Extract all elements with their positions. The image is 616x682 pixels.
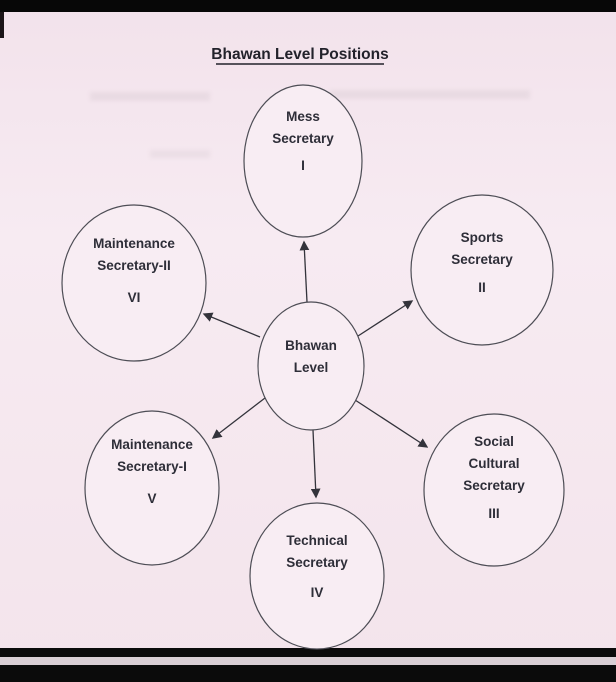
arrow-to-social-cultural-secretary (351, 397, 429, 448)
maintenance-1-line2: Secretary-I (117, 459, 187, 474)
bhawan-level-line2: Level (294, 360, 329, 375)
maintenance-1-numeral: V (147, 491, 156, 506)
technical-secretary-ellipse (249, 502, 385, 650)
connector-arrows (202, 240, 429, 499)
technical-secretary-numeral: IV (311, 585, 324, 600)
scan-top-edge (0, 0, 616, 12)
node-mess-secretary: Mess Secretary I (243, 84, 363, 238)
arrow-to-maintenance-secretary-2 (202, 312, 261, 338)
maintenance-2-numeral: VI (128, 290, 141, 305)
social-cultural-numeral: III (488, 506, 499, 521)
social-cultural-line3: Secretary (463, 478, 525, 493)
sports-secretary-line1: Sports (461, 230, 504, 245)
maintenance-2-line2: Secretary-II (97, 258, 171, 273)
sports-secretary-numeral: II (478, 280, 486, 295)
mess-secretary-line1: Mess (286, 109, 320, 124)
arrow-to-maintenance-secretary-1 (211, 397, 266, 439)
mess-secretary-numeral: I (301, 158, 305, 173)
sports-secretary-line2: Secretary (451, 252, 513, 267)
maintenance-secretary-2-ellipse (61, 204, 207, 362)
scan-left-edge-mark (0, 12, 4, 38)
mess-secretary-line2: Secretary (272, 131, 334, 146)
node-social-cultural-secretary: Social Cultural Secretary III (423, 413, 565, 567)
mess-secretary-ellipse (243, 84, 363, 238)
maintenance-secretary-1-ellipse (84, 410, 220, 566)
arrow-to-sports-secretary (357, 300, 414, 337)
maintenance-2-line1: Maintenance (93, 236, 175, 251)
sports-secretary-ellipse (410, 194, 554, 346)
social-cultural-line2: Cultural (468, 456, 519, 471)
bhawan-level-line1: Bhawan (285, 338, 337, 353)
social-cultural-line1: Social (474, 434, 514, 449)
node-sports-secretary: Sports Secretary II (410, 194, 554, 346)
arrow-to-technical-secretary (310, 429, 321, 499)
technical-secretary-line1: Technical (286, 533, 347, 548)
node-maintenance-secretary-1: Maintenance Secretary-I V (84, 410, 220, 566)
node-bhawan-level: Bhawan Level (257, 301, 365, 431)
social-cultural-secretary-ellipse (423, 413, 565, 567)
scan-bleedthrough (90, 90, 530, 158)
diagram-title: Bhawan Level Positions (211, 46, 388, 63)
arrow-to-mess-secretary (299, 240, 310, 303)
bhawan-level-ellipse (257, 301, 365, 431)
node-maintenance-secretary-2: Maintenance Secretary-II VI (61, 204, 207, 362)
maintenance-1-line1: Maintenance (111, 437, 193, 452)
node-technical-secretary: Technical Secretary IV (249, 502, 385, 650)
scan-bottom-stripe (0, 657, 616, 665)
technical-secretary-line2: Secretary (286, 555, 348, 570)
